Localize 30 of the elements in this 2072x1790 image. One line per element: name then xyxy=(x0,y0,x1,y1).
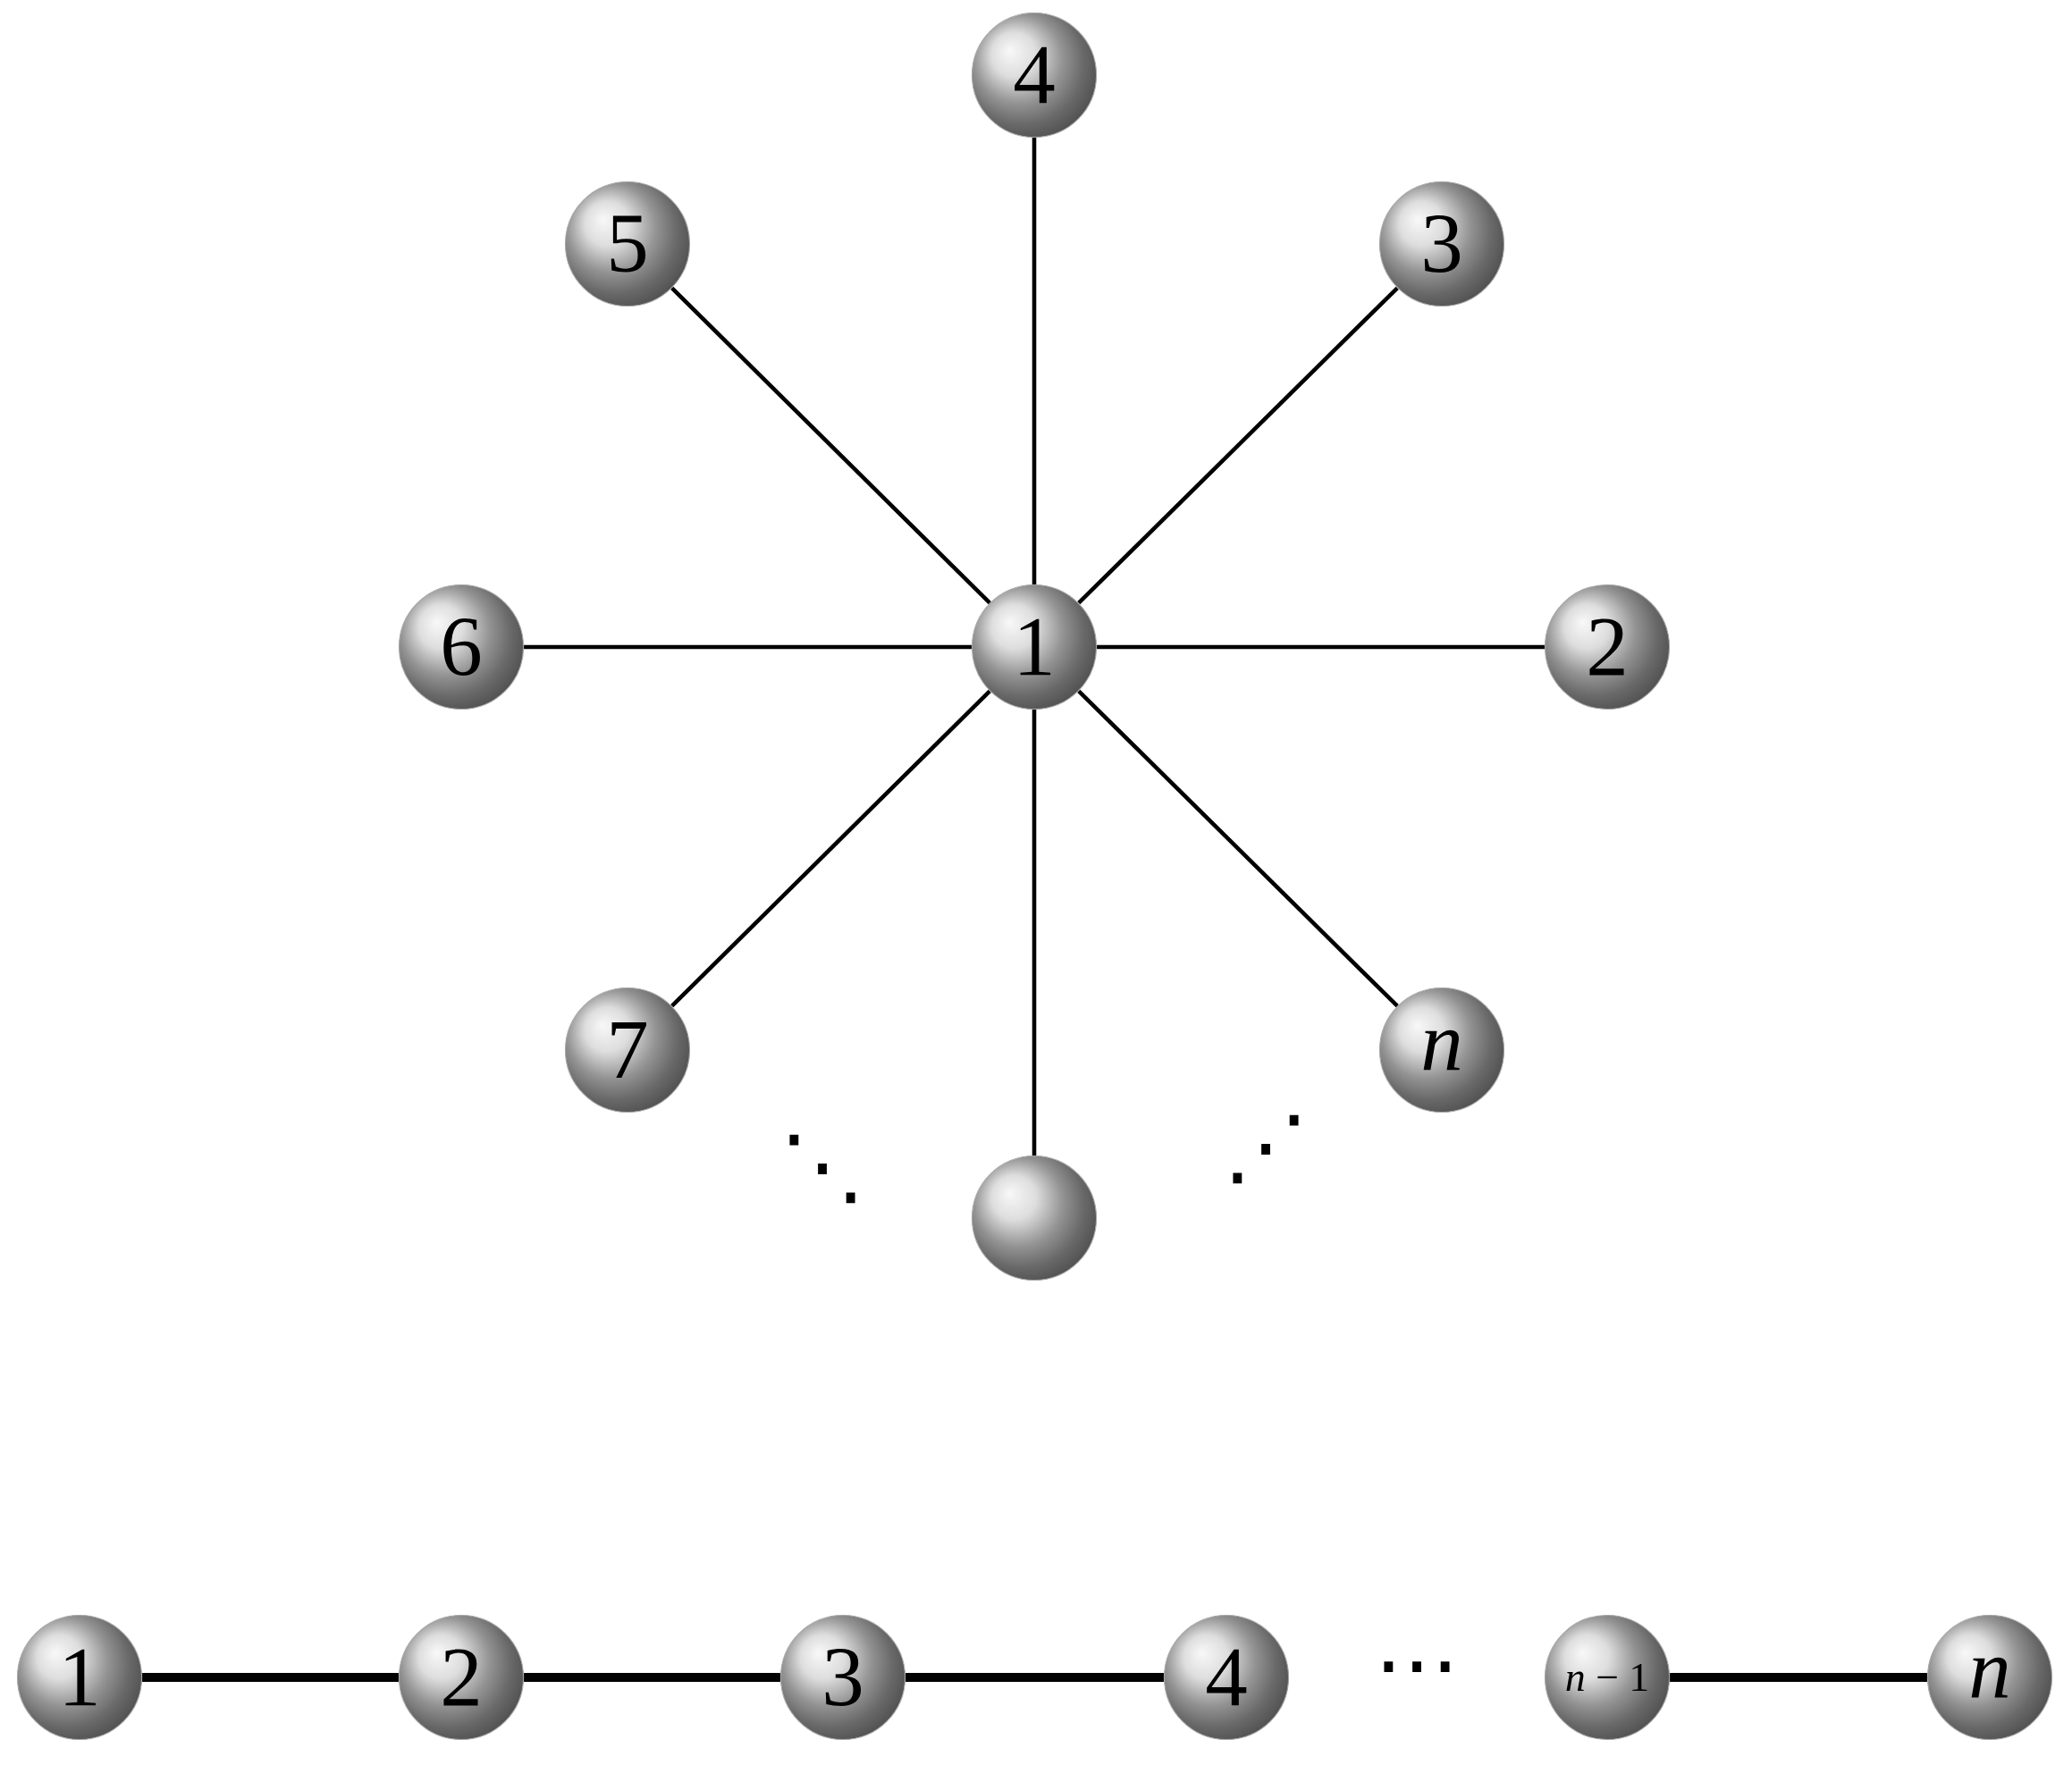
thick-line xyxy=(905,1672,1164,1683)
numbered-ball: 2 xyxy=(398,1614,525,1741)
connector-line xyxy=(1032,138,1037,584)
ellipsis: ⋯ xyxy=(1384,1661,1450,1673)
connector-line xyxy=(670,286,991,605)
connector-line xyxy=(524,644,972,650)
numbered-ball: 3 xyxy=(779,1614,906,1741)
connector-line xyxy=(670,689,991,1008)
numbered-ball: 6 xyxy=(398,584,525,710)
numbered-ball: 4 xyxy=(1163,1614,1290,1741)
numbered-ball: 5 xyxy=(564,181,691,307)
thick-line xyxy=(1670,1672,1927,1683)
numbered-ball: 1 xyxy=(971,584,1098,710)
numbered-ball: 3 xyxy=(1378,181,1505,307)
numbered-ball: n xyxy=(1926,1614,2053,1741)
connector-line xyxy=(1097,644,1545,650)
thick-line xyxy=(142,1672,399,1683)
connector-line xyxy=(1077,689,1399,1008)
connector-line xyxy=(1077,286,1399,605)
numbered-ball: 2 xyxy=(1544,584,1671,710)
numbered-ball: 4 xyxy=(971,12,1098,139)
connector-line xyxy=(1032,710,1037,1156)
numbered-ball: n − 1 xyxy=(1544,1614,1671,1741)
ellipsis: ⋱ xyxy=(789,1134,855,1204)
numbered-ball: 1 xyxy=(16,1614,143,1741)
numbered-ball: n xyxy=(1378,987,1505,1113)
empty-ball xyxy=(971,1155,1098,1282)
ellipsis: ⋰ xyxy=(1233,1114,1299,1184)
thick-line xyxy=(524,1672,780,1683)
numbered-ball: 7 xyxy=(564,987,691,1113)
